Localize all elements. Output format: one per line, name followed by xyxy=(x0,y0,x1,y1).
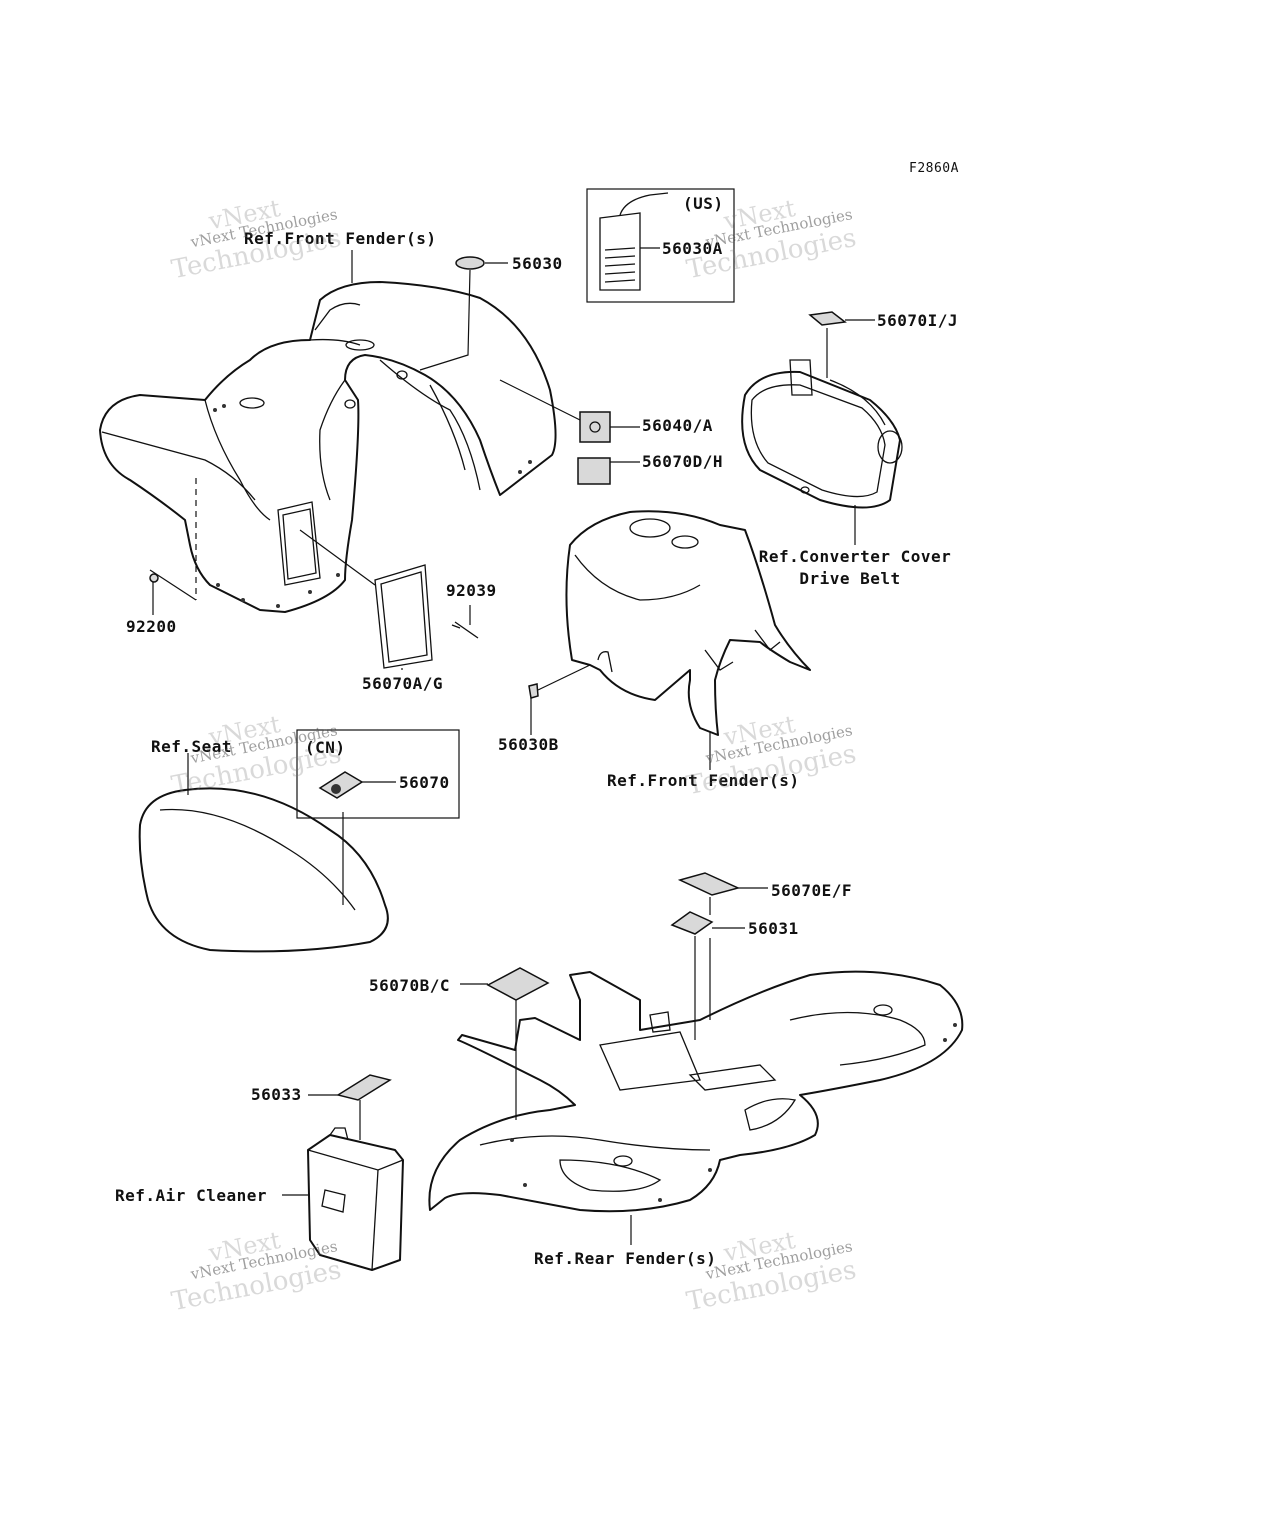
inner-front-fender-drawing xyxy=(565,510,811,736)
rear-fender-drawing xyxy=(428,970,964,1213)
label-92039: 92039 xyxy=(446,581,497,600)
label-56040A: 56040/A xyxy=(642,416,713,435)
label-56070BC: 56070B/C xyxy=(369,976,451,995)
label-ref-rear-fender: Ref.Rear Fender(s) xyxy=(534,1249,717,1268)
seat-drawing xyxy=(138,787,389,953)
label-ref-front-fender-mid: Ref.Front Fender(s) xyxy=(607,771,800,790)
leader-lines xyxy=(149,247,875,1245)
label-cn-tag: (CN) xyxy=(305,738,346,757)
decal-56030B xyxy=(528,683,539,699)
label-drive-belt: Drive Belt xyxy=(799,569,901,588)
label-56070DH: 56070D/H xyxy=(642,452,724,471)
clip-92039 xyxy=(451,621,479,639)
label-92200: 92200 xyxy=(126,617,177,636)
converter-cover-drawing xyxy=(741,359,903,509)
decal-56070IJ xyxy=(808,311,847,326)
air-cleaner-drawing xyxy=(307,1127,404,1271)
label-56070IJ: 56070I/J xyxy=(877,311,959,330)
cn-inset-box xyxy=(296,729,460,819)
label-ref-converter-cover: Ref.Converter Cover xyxy=(758,547,952,566)
label-56070: 56070 xyxy=(399,773,450,792)
panel-56070AG xyxy=(374,564,433,669)
label-56031: 56031 xyxy=(748,919,799,938)
label-ref-seat: Ref.Seat xyxy=(151,737,233,756)
oval-emblem-56030 xyxy=(455,256,485,270)
label-ref-air-cleaner: Ref.Air Cleaner xyxy=(115,1186,267,1205)
label-56033: 56033 xyxy=(251,1085,302,1104)
label-us-tag: (US) xyxy=(683,194,724,213)
label-56030: 56030 xyxy=(512,254,563,273)
decal-56070EF xyxy=(677,872,741,896)
decal-56040A xyxy=(579,411,611,443)
decal-56070BC xyxy=(486,967,550,1001)
label-56030B: 56030B xyxy=(498,735,559,754)
label-56070EF: 56070E/F xyxy=(771,881,853,900)
us-inset-box xyxy=(586,188,735,303)
label-ref-front-fender-top: Ref.Front Fender(s) xyxy=(244,229,437,248)
decal-56033 xyxy=(336,1074,392,1101)
decal-56031 xyxy=(670,911,714,935)
figure-code: F2860A xyxy=(909,161,959,176)
label-56070AG: 56070A/G xyxy=(362,674,444,693)
hang-tag-56030A xyxy=(599,192,669,291)
decal-56070DH xyxy=(577,457,611,485)
clip-92200 xyxy=(149,573,159,583)
label-56030A: 56030A xyxy=(662,239,723,258)
front-fender-drawing xyxy=(99,281,557,613)
decal-cn-56070 xyxy=(318,771,364,799)
